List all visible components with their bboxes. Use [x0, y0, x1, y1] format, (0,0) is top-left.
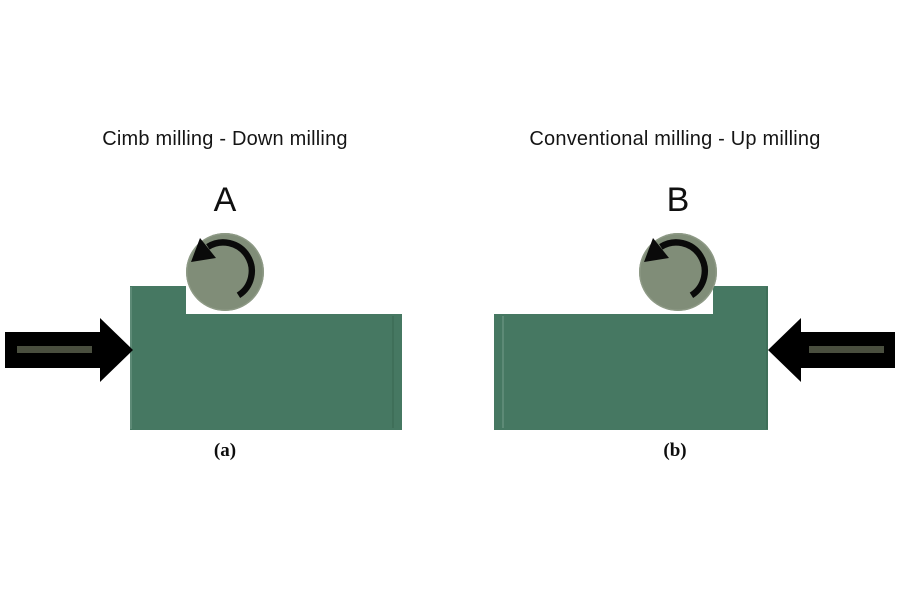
- panel-caption-b: (b): [663, 440, 687, 461]
- rotation-arrow-icon-a: [191, 238, 255, 299]
- panel-title-climb-milling: Cimb milling - Down milling: [102, 128, 348, 150]
- cutter-label-a: A: [213, 181, 237, 219]
- milling-cutter-b-rim: [639, 233, 717, 311]
- rotation-arrow-icon-b: [644, 238, 708, 299]
- cutter-label-b: B: [666, 181, 690, 219]
- panel-caption-a: (a): [213, 440, 237, 461]
- panel-conventional-milling: Conventional milling - Up milling B (b): [450, 0, 900, 600]
- workpiece-conventional: [494, 286, 768, 430]
- feed-arrow-left-icon: [768, 318, 895, 382]
- milling-cutter-a-rim: [186, 233, 264, 311]
- climb-milling-diagram: [5, 233, 402, 430]
- workpiece-climb: [130, 286, 402, 430]
- conventional-milling-diagram: [494, 233, 895, 430]
- panel-title-conventional-milling: Conventional milling - Up milling: [529, 128, 821, 150]
- panel-climb-milling: Cimb milling - Down milling A (a): [5, 128, 402, 461]
- feed-arrow-right-icon: [5, 318, 133, 382]
